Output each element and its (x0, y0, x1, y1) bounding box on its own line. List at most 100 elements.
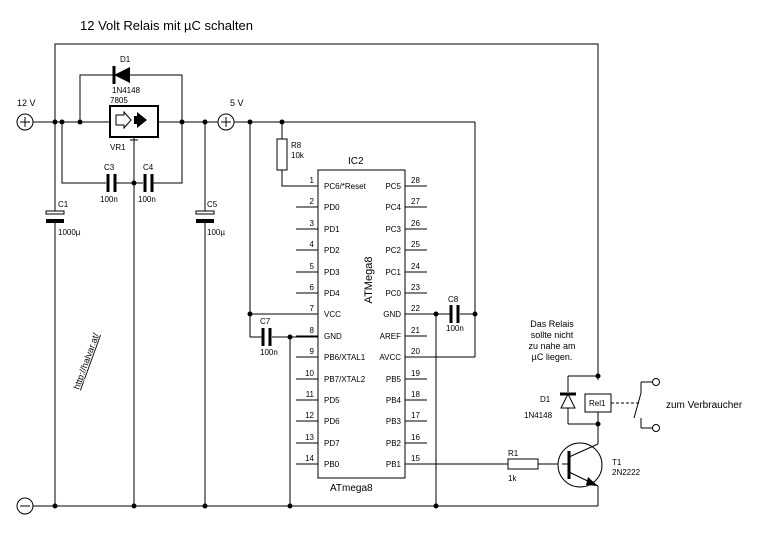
junction-dot (433, 503, 439, 509)
terminal-12v: 12 V (16, 98, 36, 131)
c1-value: 1000µ (58, 228, 81, 237)
ic-pin-number: 12 (305, 411, 314, 420)
source-url: http://halvar.at/ (71, 331, 101, 390)
ic-pin-number: 22 (411, 304, 420, 313)
diode-d1-relay: D1 1N4148 (524, 392, 576, 420)
capacitor-c8: C8 100n (446, 295, 464, 333)
ic2-bottom-label: ATmega8 (330, 483, 373, 494)
terminal-5v: 5 V (217, 98, 244, 131)
note-line-4: µC liegen. (532, 352, 573, 362)
c5-value: 100µ (207, 228, 225, 237)
ic-pin-name: PC4 (385, 203, 401, 212)
wire-relay-top (568, 375, 599, 380)
c7-ref: C7 (260, 317, 271, 326)
ic-pin-name: PD3 (324, 268, 340, 277)
wire-12v-top (54, 43, 599, 376)
capacitor-c5: C5 100µ (195, 200, 225, 237)
ic-pin-number: 2 (310, 197, 315, 206)
ic-pin-number: 11 (306, 390, 315, 399)
junction-dot (247, 119, 253, 125)
d1-relay-ref: D1 (540, 395, 551, 404)
c8-ref: C8 (448, 295, 459, 304)
ic-pin-number: 17 (411, 411, 420, 420)
junction-dot (287, 334, 293, 340)
load-label: zum Verbraucher (666, 400, 743, 411)
capacitor-c3: C3 100n (100, 163, 118, 204)
ic-pin-name: GND (324, 332, 342, 341)
ic-pin-number: 10 (305, 369, 314, 378)
junction-dots (52, 119, 601, 509)
ic-pin-number: 18 (411, 390, 420, 399)
ic-pin-name: PD1 (324, 225, 340, 234)
ic-pin-name: PD7 (324, 439, 340, 448)
c7-value: 100n (260, 348, 278, 357)
ic-pin-number: 7 (310, 304, 315, 313)
junction-dot (59, 119, 65, 125)
c4-value: 100n (138, 195, 156, 204)
ic-pin-name: PD0 (324, 203, 340, 212)
r8-value: 10k (291, 151, 305, 160)
ic-pin-name: PB2 (386, 439, 402, 448)
vr1-value: 7805 (110, 96, 128, 105)
note-line-1: Das Relais (530, 319, 574, 329)
d1-top-ref: D1 (120, 55, 131, 64)
ic-pin-number: 13 (305, 433, 314, 442)
ic-pin-number: 27 (411, 197, 420, 206)
ic-pin-number: 19 (411, 369, 420, 378)
ic-pin-name: PD5 (324, 396, 340, 405)
regulator-vr1: 7805 VR1 (109, 96, 159, 152)
ic-pin-name: PB1 (386, 460, 402, 469)
junction-dot (131, 503, 137, 509)
ic-pin-number: 1 (310, 176, 315, 185)
ic-pin-name: PC5 (385, 182, 401, 191)
ic-pin-name: PB0 (324, 460, 340, 469)
junction-dot (595, 421, 601, 427)
ic-pin-number: 26 (411, 219, 420, 228)
ic-pin-number: 15 (411, 454, 420, 463)
ic-pin-number: 5 (310, 262, 315, 271)
ic-pin-name: PD4 (324, 289, 340, 298)
ic-pin-name: PC3 (385, 225, 401, 234)
vr1-ref: VR1 (110, 143, 126, 152)
ic-pin-number: 21 (411, 326, 420, 335)
junction-dot (179, 119, 185, 125)
ic-pin-name: PC2 (385, 246, 401, 255)
ic2-atmega8: IC2 ATmega8 ATMega8 1PC6/*Reset2PD03PD14… (296, 156, 427, 494)
label-5v: 5 V (230, 98, 244, 108)
ic-pin-name: PC6/*Reset (324, 182, 367, 191)
wire-c3-left (61, 122, 106, 184)
junction-dot (595, 373, 601, 379)
ic-pin-number: 6 (310, 283, 315, 292)
r1-ref: R1 (508, 449, 519, 458)
relay-note: Das Relais sollte nicht zu nahe am µC li… (528, 319, 575, 362)
d1-relay-value: 1N4148 (524, 411, 553, 420)
note-line-3: zu nahe am (528, 341, 575, 351)
c3-value: 100n (100, 195, 118, 204)
ic-pin-number: 14 (305, 454, 314, 463)
ic-pin-name: PB7/XTAL2 (324, 375, 366, 384)
load-terminal-top (652, 378, 660, 386)
capacitor-c7: C7 100n (260, 317, 278, 357)
ic-pin-name: GND (383, 310, 401, 319)
ic-pin-number: 25 (411, 240, 420, 249)
relay-switch-contact (633, 392, 642, 419)
wire-relay-bottom (568, 412, 599, 425)
ic-pin-name: PB4 (386, 396, 402, 405)
ic-pin-number: 4 (310, 240, 315, 249)
ic-pin-number: 28 (411, 176, 420, 185)
junction-dot (472, 311, 478, 317)
ic-pin-number: 23 (411, 283, 420, 292)
junction-dot (287, 503, 293, 509)
c3-ref: C3 (104, 163, 115, 172)
ic-pin-name: VCC (324, 310, 341, 319)
ic-pin-number: 16 (411, 433, 420, 442)
junction-dot (279, 119, 285, 125)
ic-pin-number: 20 (411, 347, 420, 356)
c8-value: 100n (446, 324, 464, 333)
label-12v: 12 V (17, 98, 36, 108)
c4-ref: C4 (143, 163, 154, 172)
ic2-ref: IC2 (348, 156, 364, 167)
note-line-2: sollte nicht (531, 330, 574, 340)
load-terminal-bottom (652, 424, 660, 432)
capacitor-c4: C4 100n (138, 163, 156, 204)
